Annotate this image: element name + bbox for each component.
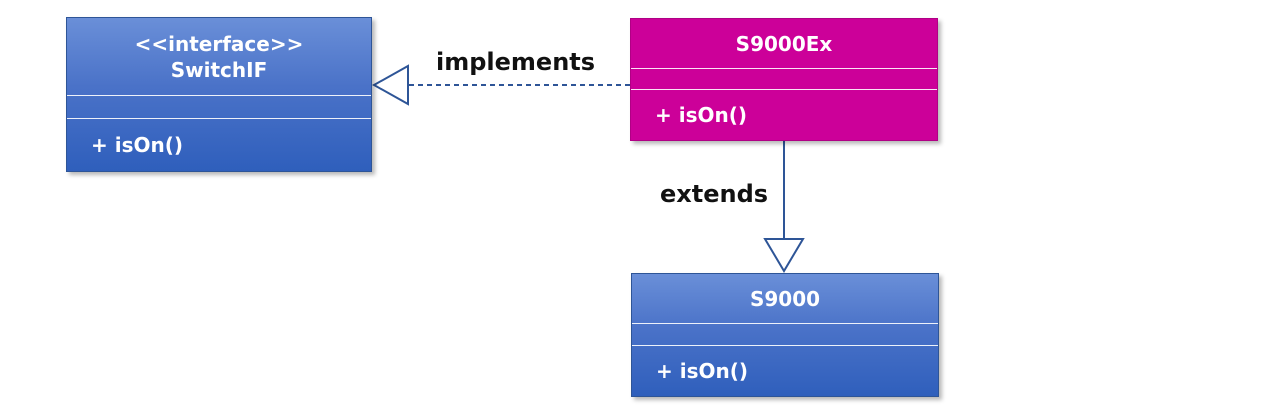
class-box-s9000[interactable]: S9000 + isOn() — [631, 273, 939, 397]
class-operations-section: + isOn() — [632, 346, 938, 396]
class-attributes-section — [67, 96, 371, 119]
class-operations-section: + isOn() — [67, 119, 371, 171]
class-header: <<interface>> SwitchIF — [67, 18, 371, 96]
operation-label: + isOn() — [655, 103, 748, 127]
class-box-switchif[interactable]: <<interface>> SwitchIF + isOn() — [66, 17, 372, 172]
class-name-label: S9000Ex — [735, 31, 833, 56]
stereotype-label: <<interface>> — [134, 31, 304, 56]
class-attributes-section — [631, 69, 937, 90]
operation-label: + isOn() — [91, 133, 184, 157]
class-header: S9000 — [632, 274, 938, 324]
class-operations-section: + isOn() — [631, 90, 937, 140]
operation-label: + isOn() — [656, 359, 749, 383]
class-attributes-section — [632, 324, 938, 346]
class-name-label: SwitchIF — [170, 57, 268, 82]
class-name-label: S9000 — [749, 286, 821, 311]
implements-label: implements — [436, 48, 596, 76]
class-header: S9000Ex — [631, 19, 937, 69]
implements-arrowhead — [371, 64, 409, 106]
extends-label: extends — [660, 180, 769, 208]
extends-arrowhead — [763, 238, 805, 273]
class-box-s9000ex[interactable]: S9000Ex + isOn() — [630, 18, 938, 141]
